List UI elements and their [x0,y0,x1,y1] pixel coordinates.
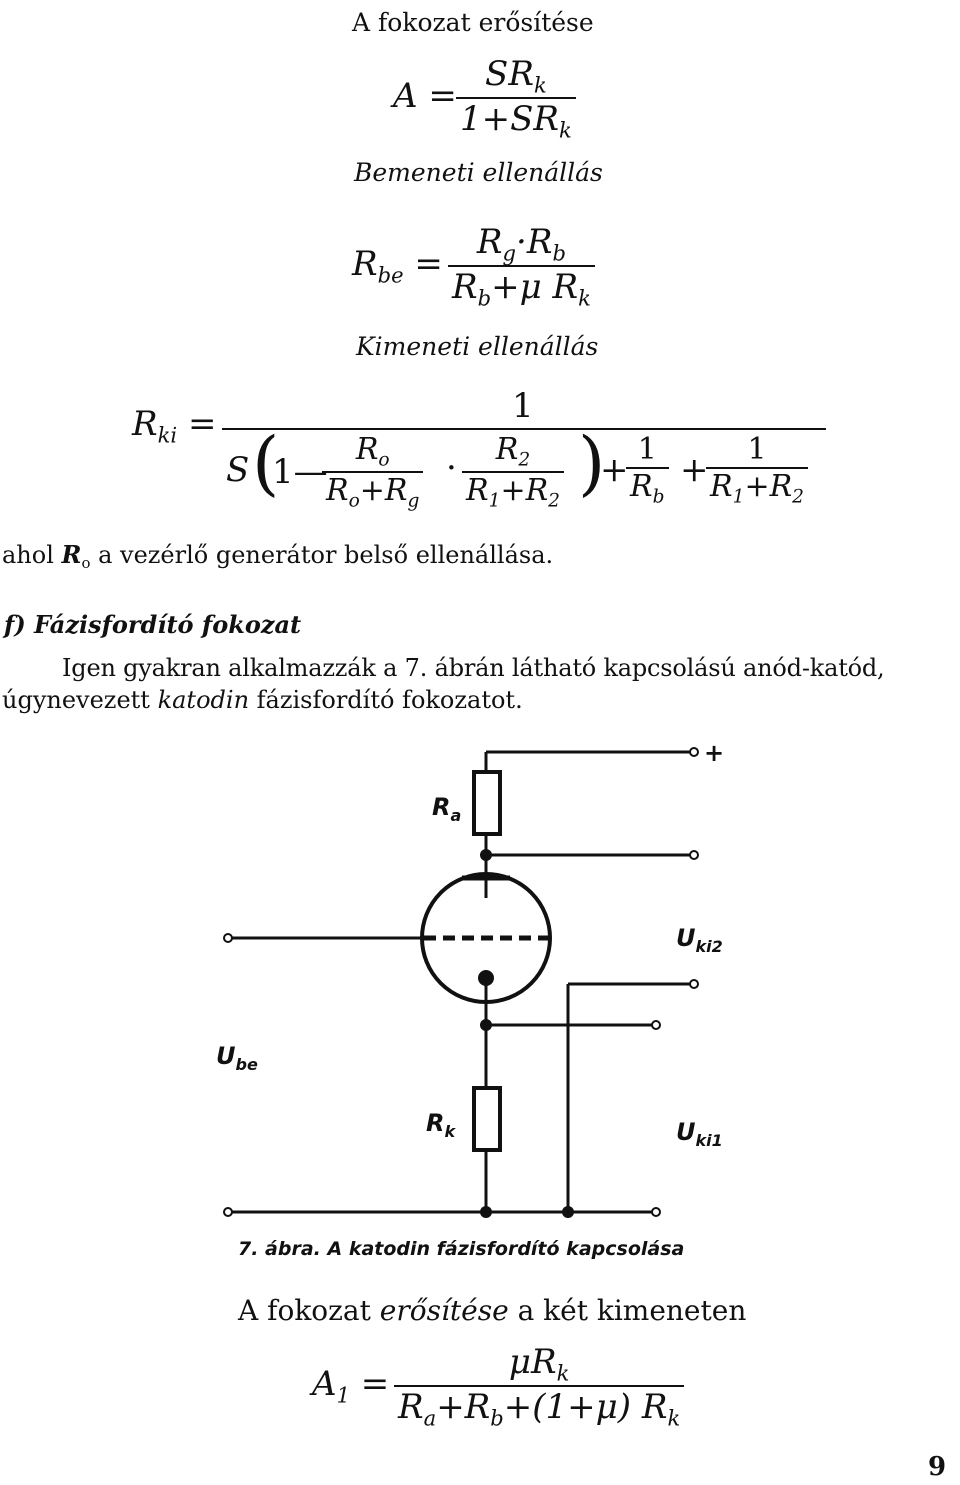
junction-cathode [480,1019,492,1031]
paragraph-line-1: Igen gyakran alkalmazzák a 7. ábrán láth… [62,654,885,682]
terminal-uki1-bottom [651,1207,661,1217]
output-formula-lhs: Rki = [132,404,217,448]
junction-anode [480,849,492,861]
output-formula-plus1: + [600,450,629,490]
label-ra: Ra [432,793,461,825]
output-formula-f1: Ro Ro+Rg [322,432,424,511]
output-formula-s: S [226,450,250,490]
terminal-plus [689,747,699,757]
label-ube: Ube [216,1042,258,1074]
figure-caption: 7. ábra. A katodin fázisfordító kapcsolá… [238,1238,685,1260]
resistor-rk [472,1086,502,1152]
output-resistance-heading: Kimeneti ellenállás [356,332,599,361]
output-formula-f4: 1 R1+R2 [706,432,809,508]
output-formula-f2: R2 R1+R2 [462,432,565,511]
terminal-ukiz-bottom [689,979,699,989]
resistor-ra [472,770,502,836]
label-plus: + [704,739,724,767]
paragraph-line-2: úgynevezett katodin fázisfordító fokozat… [2,686,523,714]
gain2-formula-lhs: A1 = [312,1364,390,1408]
junction-bottom-ground [562,1206,574,1218]
label-ukiz: Uki2 [676,924,723,956]
input-formula-fraction: Rg·Rb Rb+μ Rk [448,222,595,311]
section-heading-f: f) Fázisfordító fokozat [4,610,302,639]
terminal-ube-top [223,933,233,943]
output-formula-right-paren: ) [578,422,606,504]
input-resistance-heading: Bemeneti ellenállás [354,158,603,187]
gain2-formula-fraction: μRk Ra+Rb+(1+μ) Rk [394,1342,685,1431]
gain-heading: A fokozat erősítése [352,8,594,37]
terminal-ukiz-top [689,850,699,860]
output-formula-left-paren: ( [252,422,280,504]
terminal-ube-bottom [223,1207,233,1217]
gain2-heading: A fokozat erősítése a két kimeneten [238,1294,747,1327]
output-formula-main-bar [222,428,826,430]
output-formula-one: 1— [272,452,328,492]
page-number: 9 [928,1452,947,1482]
tube-cathode-dot [478,970,494,986]
label-uki1: Uki1 [676,1118,723,1150]
output-formula-f3: 1 Rb [626,432,669,508]
output-formula-plus2: + [680,450,709,490]
input-formula-lhs: Rbe = [352,244,443,288]
gain-formula-fraction: SRk 1+SRk [456,54,576,143]
gain-formula-lhs: A = [393,76,457,116]
where-line: ahol Ro a vezérlő generátor belső ellená… [2,540,554,573]
output-formula-dot: · [446,448,457,488]
terminal-uki1-top [651,1020,661,1030]
label-rk: Rk [426,1109,456,1141]
output-formula-numerator: 1 [512,386,534,426]
junction-bottom-rk [480,1206,492,1218]
